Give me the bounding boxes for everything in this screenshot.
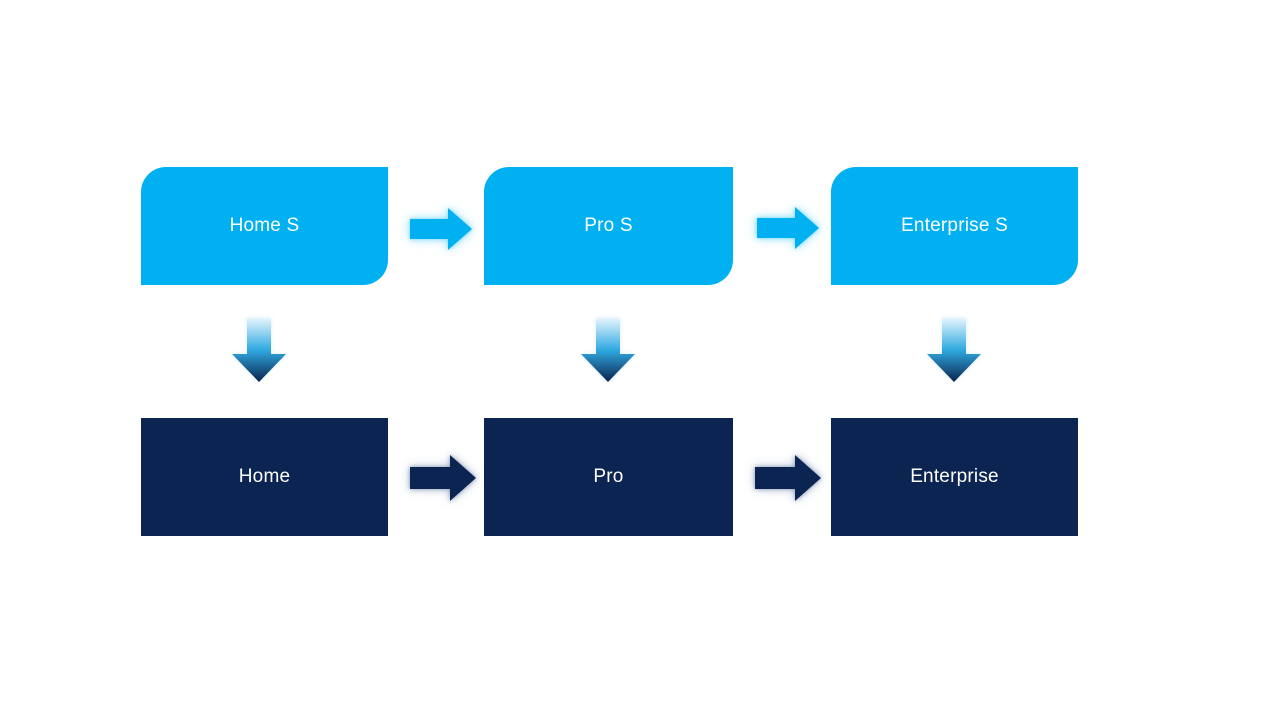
node-label: Home S	[229, 215, 300, 236]
right-arrow-icon	[410, 208, 472, 250]
node-pro: Pro	[484, 418, 733, 536]
right-arrow-icon	[410, 455, 476, 501]
down-arrow-icon	[232, 318, 286, 382]
right-arrow-icon	[755, 455, 821, 501]
node-pro-s: Pro S	[484, 167, 733, 285]
node-label: Pro	[593, 466, 624, 487]
down-arrow-icon	[927, 318, 981, 382]
down-arrow-icon	[581, 318, 635, 382]
node-label: Enterprise S	[901, 215, 1008, 236]
node-home: Home	[141, 418, 388, 536]
node-label: Pro S	[584, 215, 633, 236]
right-arrow-icon	[757, 207, 819, 249]
node-label: Home	[238, 466, 291, 487]
node-enterprise-s: Enterprise S	[831, 167, 1078, 285]
node-home-s: Home S	[141, 167, 388, 285]
node-label: Enterprise	[910, 466, 999, 487]
node-enterprise: Enterprise	[831, 418, 1078, 536]
